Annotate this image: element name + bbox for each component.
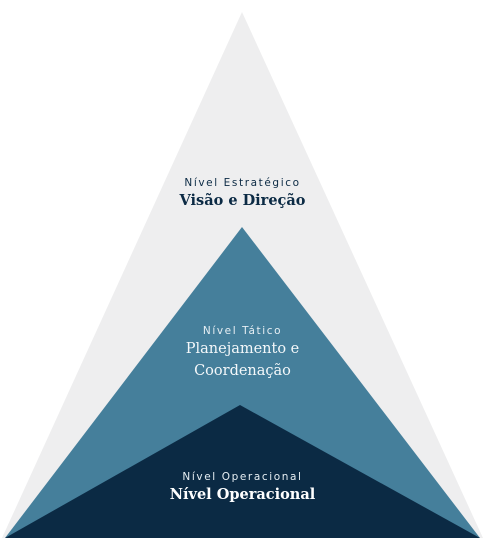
- tactical-tier-shape: [5, 227, 480, 538]
- operational-tier-text: Nível Operacional Nível Operacional: [0, 470, 485, 506]
- operational-tier-title: Nível Operacional: [169, 486, 316, 503]
- tactical-tier-label: Nível Tático: [202, 325, 283, 337]
- strategic-tier-text: Nível Estratégico Visão e Direção: [0, 176, 485, 212]
- tactical-tier-text: Nível Tático Planejamento e Coordenação: [0, 324, 485, 382]
- tactical-tier-title-line2: Coordenação: [194, 363, 291, 379]
- operational-tier-label: Nível Operacional: [182, 471, 303, 483]
- strategic-tier-label: Nível Estratégico: [184, 177, 301, 189]
- tactical-tier-title-line1: Planejamento e: [185, 341, 300, 357]
- strategic-tier-title: Visão e Direção: [179, 192, 306, 209]
- tactical-tier-title: Planejamento e Coordenação: [0, 338, 485, 382]
- operational-tier-shape: [5, 405, 480, 538]
